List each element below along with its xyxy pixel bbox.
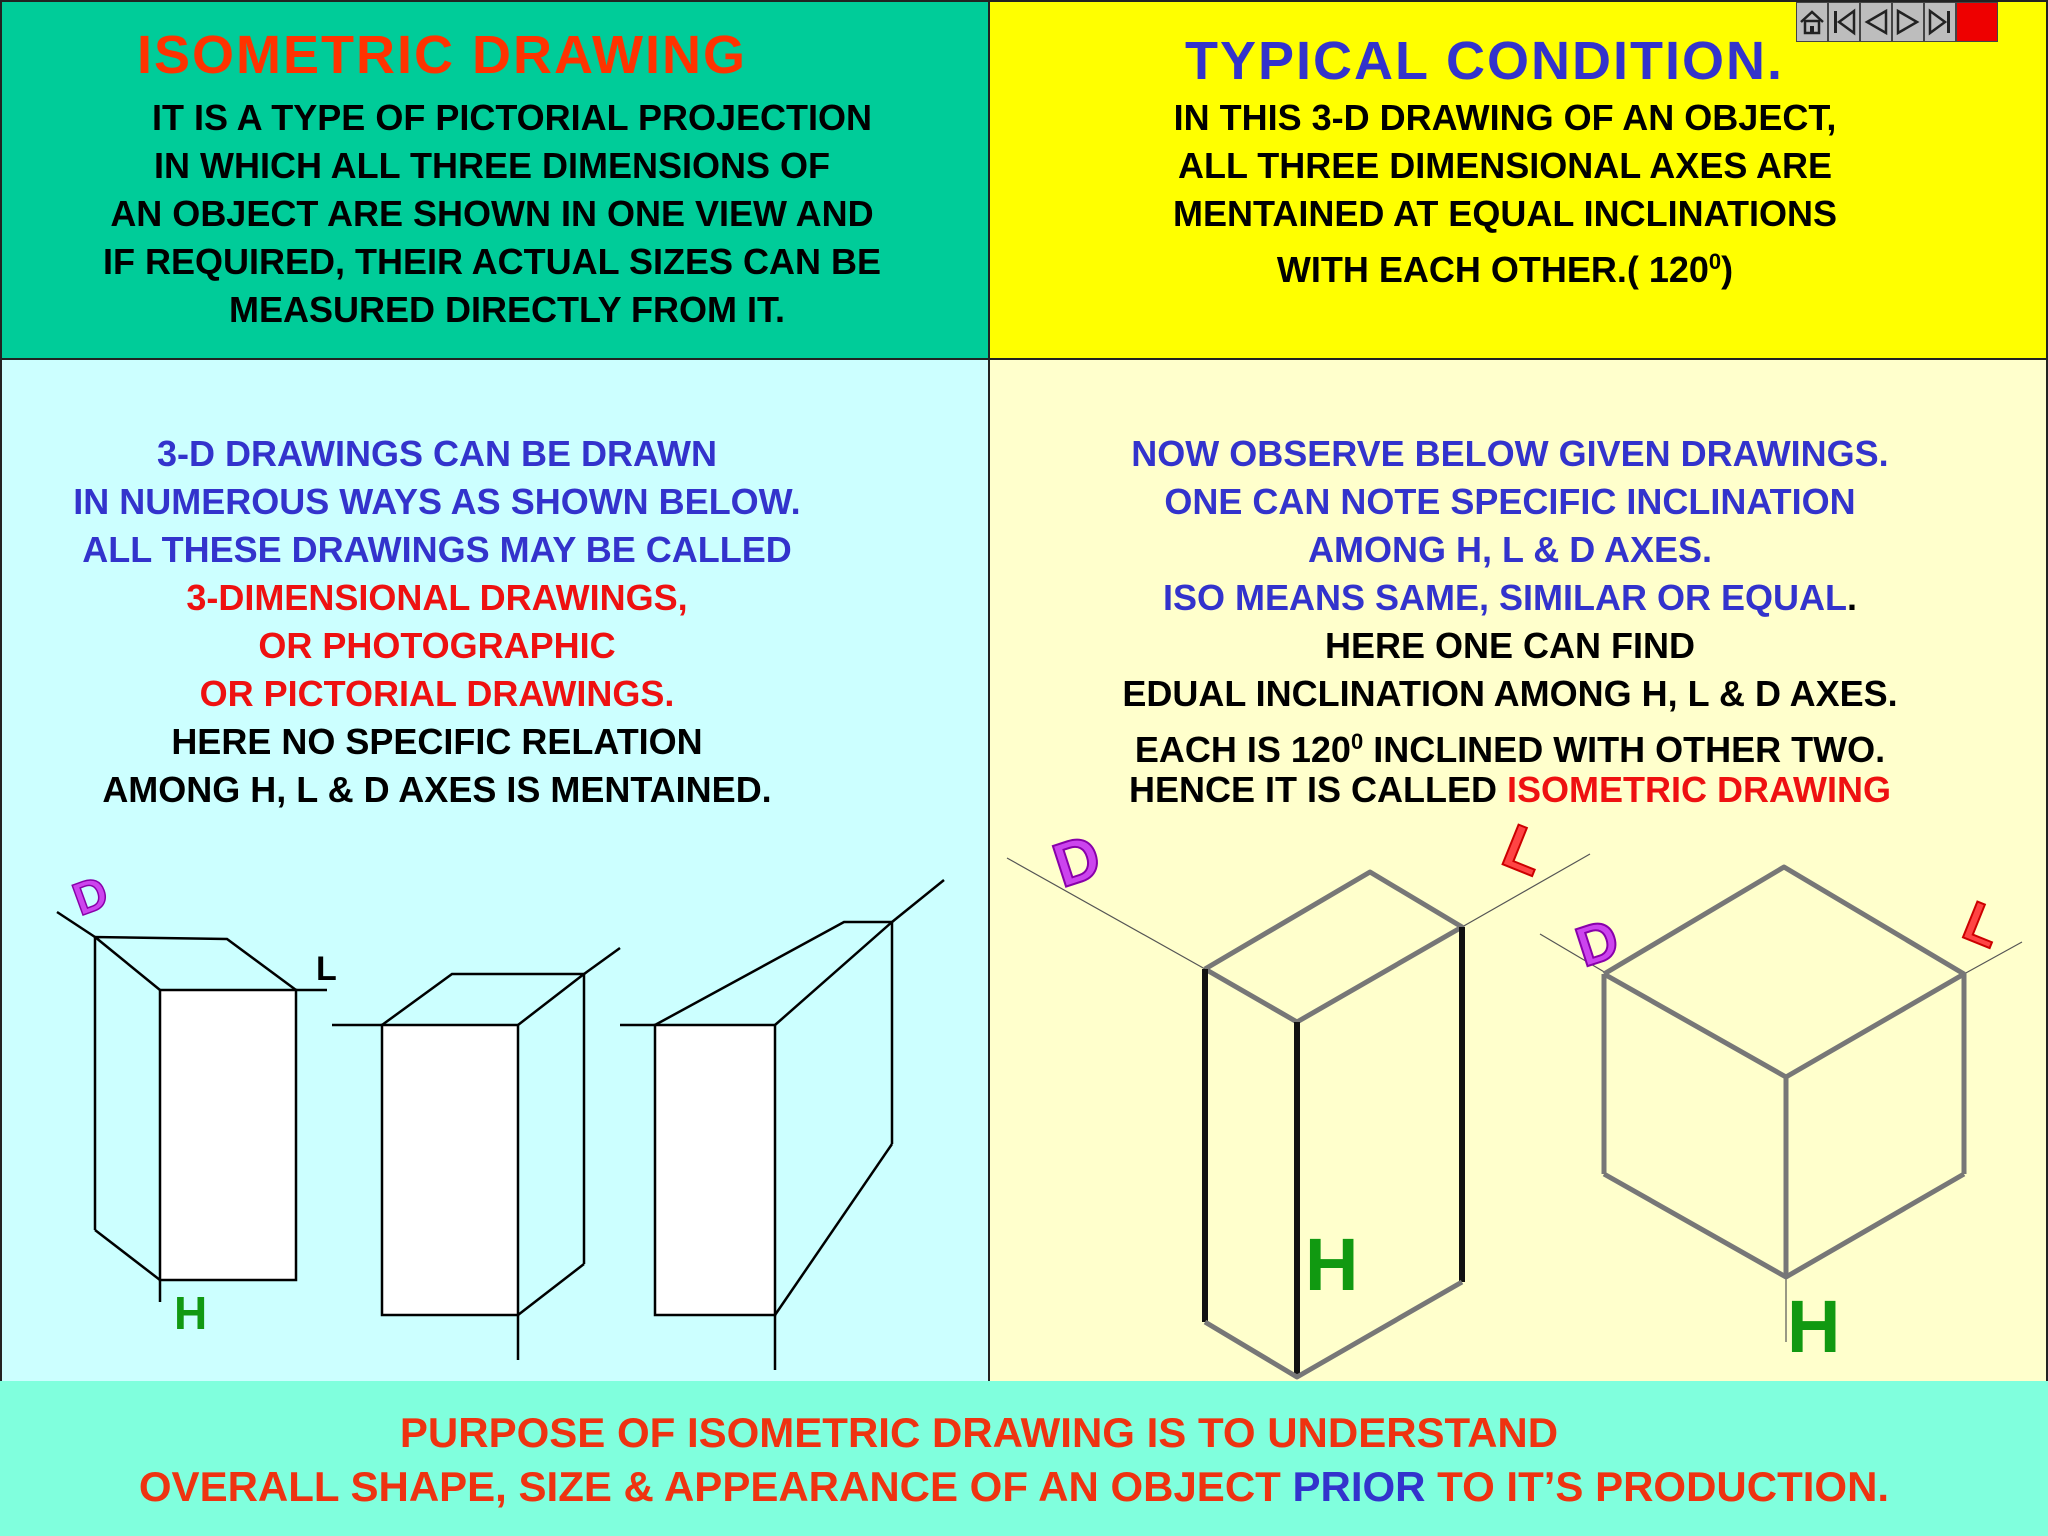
slide-navigation (1796, 2, 1998, 44)
last-slide-icon[interactable] (1924, 2, 1956, 42)
condition-line-end: ) (1721, 249, 1734, 290)
definition-text: IT IS A TYPE OF PICTORIAL PROJECTION IN … (2, 94, 992, 334)
h-axis-label: H (1305, 1223, 1358, 1306)
cube-axes (1539, 933, 2023, 1342)
l-axis-label: L (1955, 889, 2010, 960)
prism-axes (1006, 853, 1591, 970)
oblique-box-1 (56, 910, 327, 1302)
definition-line: MEASURED DIRECTLY FROM IT. (228, 289, 786, 330)
oblique-box-2 (332, 946, 621, 1360)
d-axis-label: D (1568, 906, 1626, 978)
previous-icon[interactable] (1860, 2, 1892, 42)
prior-highlight: PRIOR (1292, 1463, 1426, 1510)
info-line: EDUAL INCLINATION AMONG H, L & D AXES. (1122, 673, 1898, 714)
d-axis-label: D (66, 865, 115, 925)
info-line: EACH IS 1200 INCLINED WITH OTHER TWO. (990, 718, 2048, 770)
numerous-ways-panel: 3-D DRAWINGS CAN BE DRAWN IN NUMEROUS WA… (0, 358, 990, 1383)
d-axis-label: D (1045, 822, 1109, 901)
each-inclined-end: INCLINED WITH OTHER TWO. (1363, 729, 1886, 770)
pictorial-drawings: D L H (56, 865, 945, 1370)
isometric-cube (1601, 864, 1967, 1280)
condition-text: IN THIS 3-D DRAWING OF AN OBJECT, ALL TH… (990, 94, 2048, 290)
info-line: OR PICTORIAL DRAWINGS. (199, 673, 675, 714)
iso-meaning-period: . (1847, 577, 1858, 618)
each-inclined-text: EACH IS 120 (1134, 729, 1351, 770)
degree-superscript: 0 (1350, 729, 1364, 754)
condition-line: MENTAINED AT EQUAL INCLINATIONS (1173, 193, 1837, 234)
purpose-text: PURPOSE OF ISOMETRIC DRAWING IS TO UNDER… (0, 1406, 2048, 1514)
info-line: HERE NO SPECIFIC RELATION (171, 721, 703, 762)
purpose-line-2-end: TO IT’S PRODUCTION. (1425, 1463, 1890, 1510)
definition-line: IT IS A TYPE OF PICTORIAL PROJECTION (151, 97, 873, 138)
info-line: 3-DIMENSIONAL DRAWINGS, (186, 577, 688, 618)
h-axis-label: H (174, 1287, 207, 1339)
info-line: AMONG H, L & D AXES IS MENTAINED. (102, 769, 772, 810)
condition-line: WITH EACH OTHER.( 1200) (990, 238, 2048, 290)
intro-panel: ISOMETRIC DRAWING IT IS A TYPE OF PICTOR… (0, 0, 990, 360)
info-line: ONE CAN NOTE SPECIFIC INCLINATION (1164, 481, 1856, 522)
purpose-footer (0, 1381, 2048, 1536)
h-axis-label: H (1787, 1285, 1840, 1368)
info-line: AMONG H, L & D AXES. (1307, 529, 1713, 570)
definition-line: IF REQUIRED, THEIR ACTUAL SIZES CAN BE (102, 241, 882, 282)
info-line: NOW OBSERVE BELOW GIVEN DRAWINGS. (1131, 433, 1889, 474)
definition-line: IN WHICH ALL THREE DIMENSIONS OF (153, 145, 830, 186)
typical-condition-title: TYPICAL CONDITION. (1185, 31, 1785, 91)
isometric-drawing-title: ISOMETRIC DRAWING (137, 25, 747, 85)
info-line: OR PHOTOGRAPHIC (258, 625, 616, 666)
condition-line: IN THIS 3-D DRAWING OF AN OBJECT, (1173, 97, 1837, 138)
info-line: HENCE IT IS CALLED ISOMETRIC DRAWING (990, 766, 2048, 814)
l-axis-label: L (1493, 812, 1554, 890)
isometric-drawing-highlight: ISOMETRIC DRAWING (1507, 769, 1892, 810)
definition-line: AN OBJECT ARE SHOWN IN ONE VIEW AND (110, 193, 874, 234)
iso-meaning-text: ISO MEANS SAME, SIMILAR OR EQUAL (1162, 577, 1848, 618)
observation-text: NOW OBSERVE BELOW GIVEN DRAWINGS. ONE CA… (990, 430, 2048, 814)
purpose-line-1: PURPOSE OF ISOMETRIC DRAWING IS TO UNDER… (399, 1409, 1559, 1456)
isometric-drawings: D L H D L H (1006, 811, 2023, 1380)
degree-superscript: 0 (1708, 249, 1722, 274)
oblique-box-3 (620, 879, 945, 1370)
info-line: ALL THESE DRAWINGS MAY BE CALLED (82, 529, 792, 570)
numerous-ways-text: 3-D DRAWINGS CAN BE DRAWN IN NUMEROUS WA… (2, 430, 872, 814)
typical-condition-panel: TYPICAL CONDITION. IN THIS 3-D DRAWING O… (988, 0, 2048, 360)
condition-line: ALL THREE DIMENSIONAL AXES ARE (1177, 145, 1833, 186)
info-line: IN NUMEROUS WAYS AS SHOWN BELOW. (73, 481, 801, 522)
info-line: ISO MEANS SAME, SIMILAR OR EQUAL. (990, 574, 2048, 622)
l-axis-label: L (316, 950, 337, 988)
hence-text: HENCE IT IS CALLED (1128, 769, 1508, 810)
isometric-prism (1202, 869, 1465, 1380)
next-icon[interactable] (1892, 2, 1924, 42)
first-slide-icon[interactable] (1828, 2, 1860, 42)
home-icon[interactable] (1796, 2, 1828, 42)
isometric-observation-panel: NOW OBSERVE BELOW GIVEN DRAWINGS. ONE CA… (988, 358, 2048, 1383)
stop-icon[interactable] (1956, 2, 1998, 42)
info-line: 3-D DRAWINGS CAN BE DRAWN (156, 433, 717, 474)
info-line: HERE ONE CAN FIND (1324, 625, 1696, 666)
condition-line-text: WITH EACH OTHER.( 120 (1276, 249, 1709, 290)
purpose-line-2-text: OVERALL SHAPE, SIZE & APPEARANCE OF AN O… (138, 1463, 1293, 1510)
purpose-line-2: OVERALL SHAPE, SIZE & APPEARANCE OF AN O… (0, 1460, 2048, 1514)
